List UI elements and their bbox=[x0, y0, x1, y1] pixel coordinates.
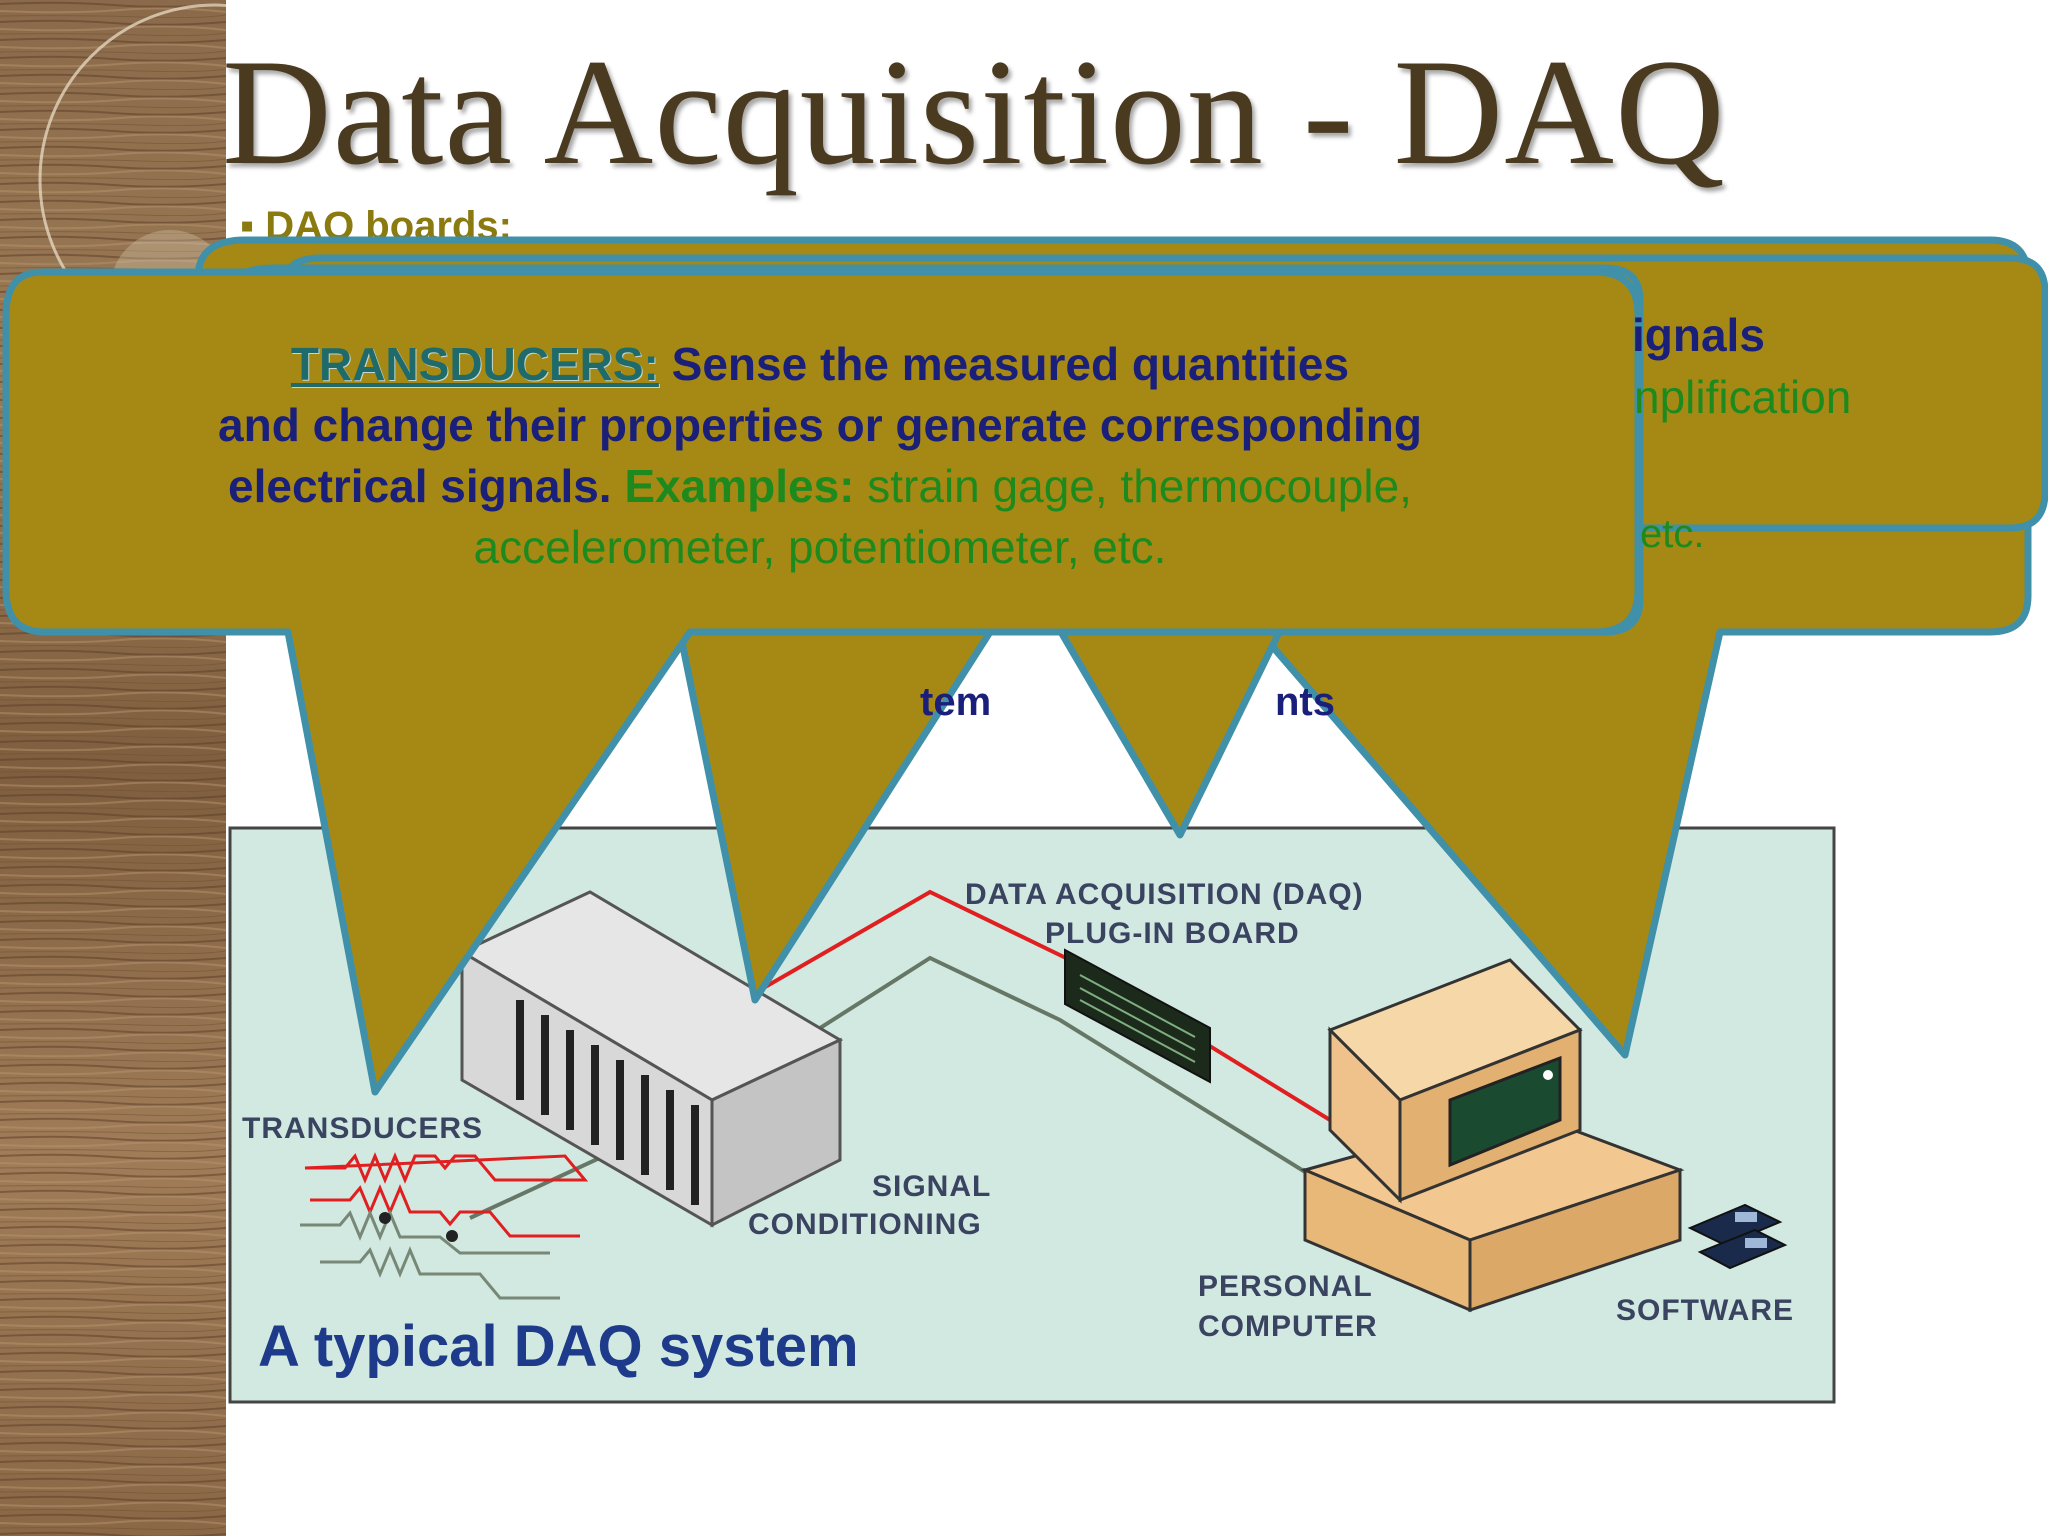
software-label: SOFTWARE bbox=[1616, 1294, 1794, 1327]
callout-transducers-text: TRANSDUCERS: Sense the measured quantiti… bbox=[120, 334, 1520, 578]
transducers-heading: TRANSDUCERS: bbox=[290, 338, 659, 390]
partial-text-system-components-b: nts bbox=[1275, 680, 1335, 724]
slide-title: Data Acquisition - DAQ bbox=[222, 28, 1726, 196]
signal-conditioning-rack bbox=[458, 890, 844, 1228]
callout-line-3-start: electrical signals. bbox=[228, 460, 625, 512]
partial-text-system-components: tem bbox=[920, 680, 992, 724]
personal-computer-illustration bbox=[1300, 958, 1685, 1313]
software-disks-illustration bbox=[1687, 1203, 1788, 1270]
partial-text-etc: etc. bbox=[1640, 512, 1705, 556]
transducers-illustration bbox=[300, 1152, 589, 1300]
examples-label: Examples: bbox=[624, 460, 855, 512]
wood-texture-strip bbox=[0, 0, 226, 1536]
partial-text-amplification: nplification bbox=[1634, 371, 1852, 423]
partial-text-signals: ignals bbox=[1632, 309, 1765, 361]
callout-line-2: and change their properties or generate … bbox=[218, 399, 1422, 451]
daq-board-label-line1: DATA ACQUISITION (DAQ) bbox=[965, 878, 1364, 911]
callout-transducers-shape bbox=[2, 268, 1642, 1096]
daq-board-label-line2: PLUG-IN BOARD bbox=[1045, 917, 1300, 950]
daq-plug-in-board-illustration bbox=[1064, 948, 1211, 1084]
transducers-label: TRANSDUCERS bbox=[242, 1112, 483, 1145]
personal-computer-label-line1: PERSONAL bbox=[1198, 1270, 1373, 1303]
signal-conditioning-label-line2: CONDITIONING bbox=[748, 1208, 982, 1241]
personal-computer-label-line2: COMPUTER bbox=[1198, 1310, 1378, 1343]
diagram-caption: A typical DAQ system bbox=[258, 1314, 859, 1379]
signal-conditioning-label-line1: SIGNAL bbox=[872, 1170, 991, 1203]
callout-line-4: accelerometer, potentiometer, etc. bbox=[473, 521, 1167, 573]
